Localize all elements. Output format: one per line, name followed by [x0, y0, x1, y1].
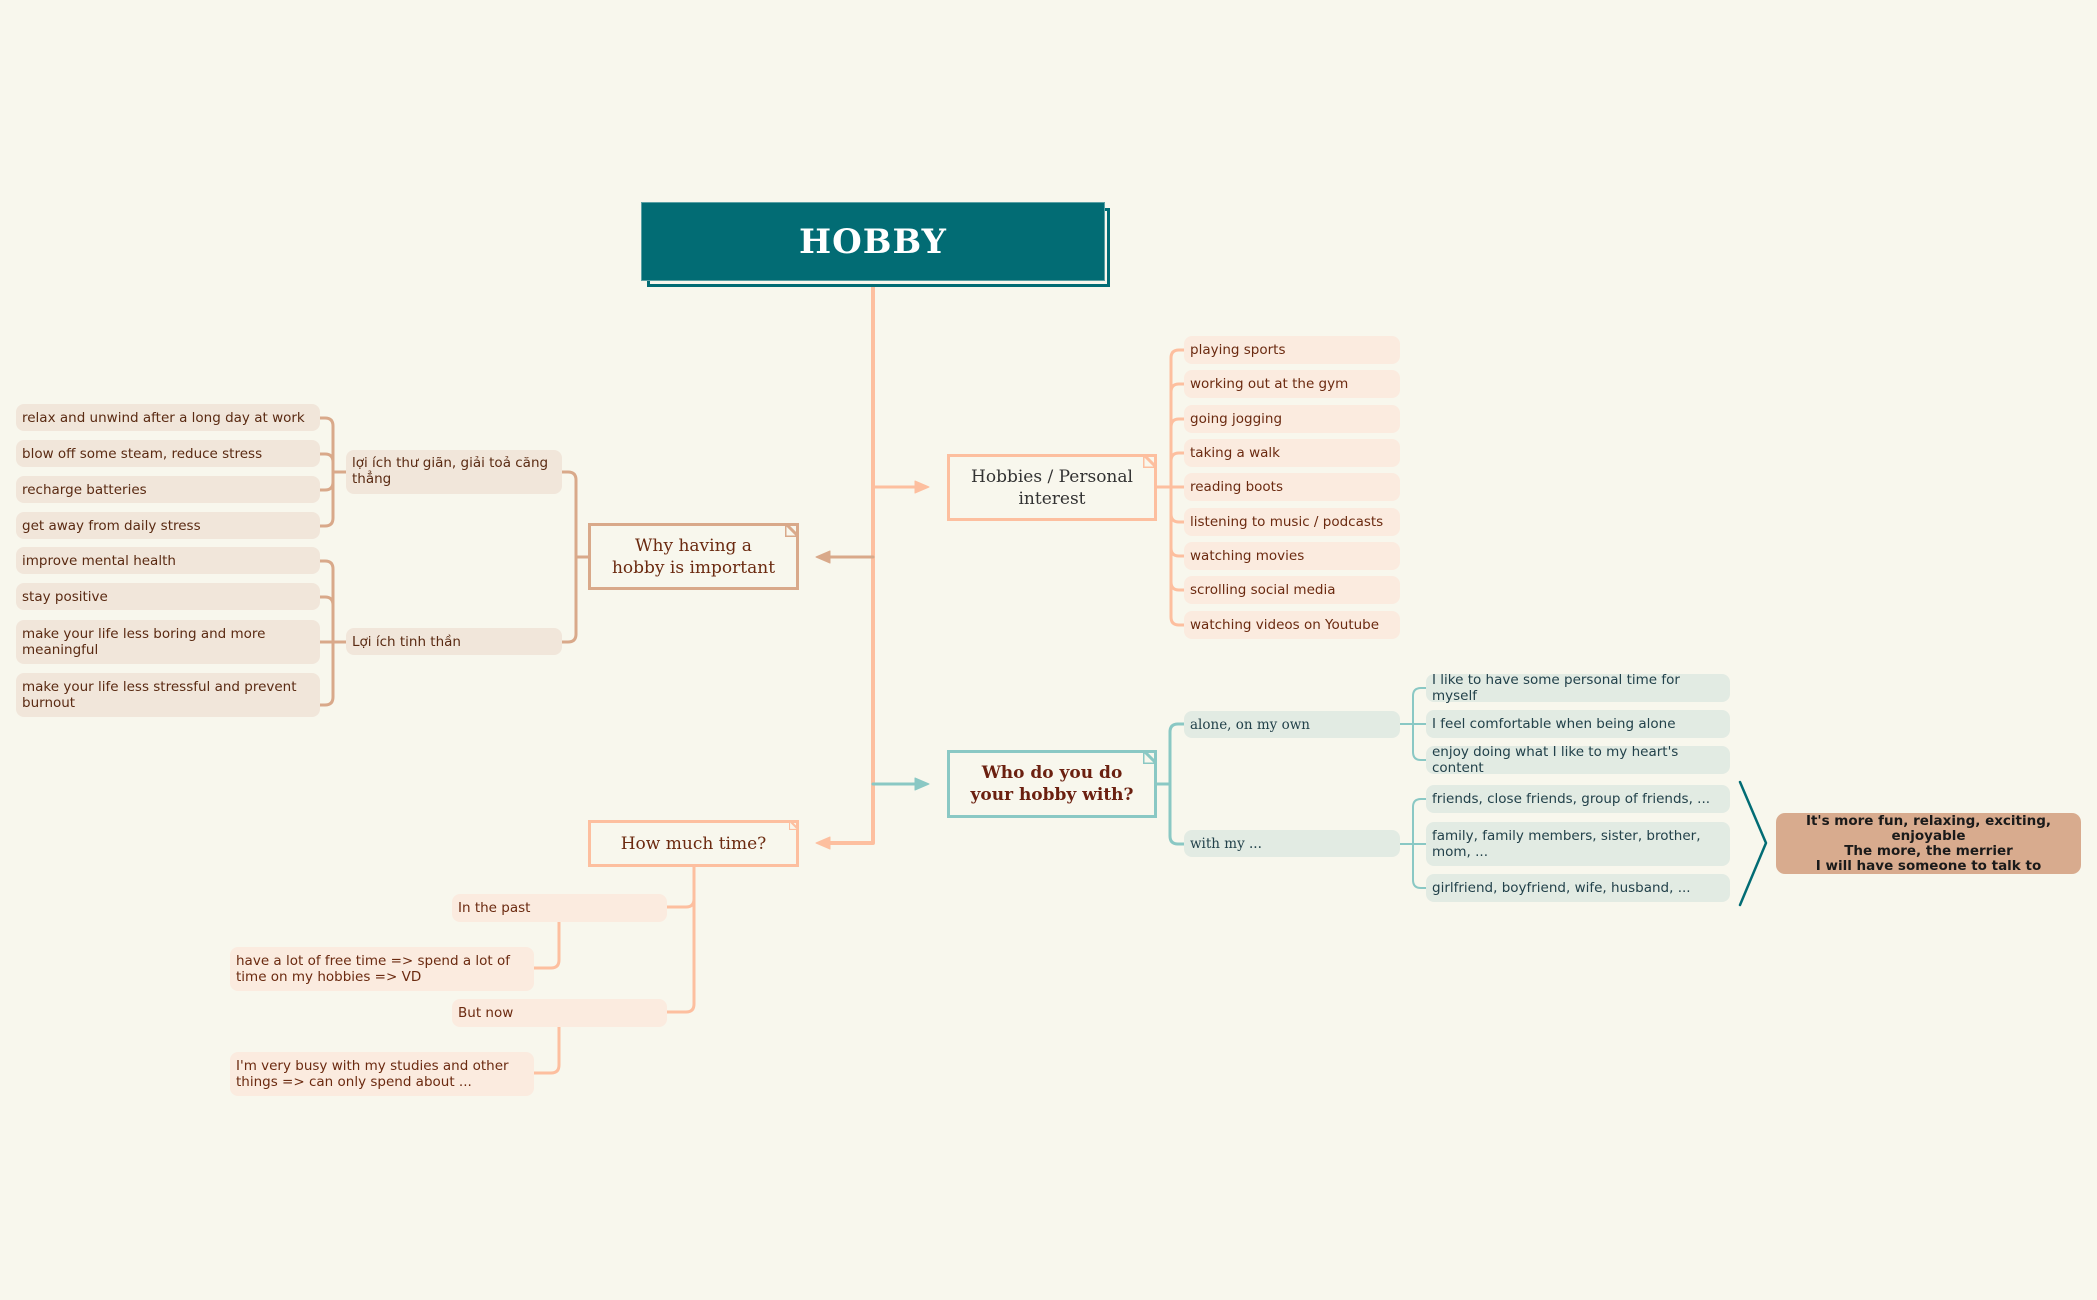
- who-leaf-label: I like to have some personal time for my…: [1432, 672, 1680, 704]
- topic-who-line1: Who do you do: [981, 763, 1123, 783]
- why-leaf[interactable]: make your life less boring and more mean…: [16, 620, 320, 664]
- why-leaf-label: improve mental health: [22, 552, 176, 569]
- why-leaf-label: make your life less boring and more mean…: [22, 626, 266, 658]
- hobby-item-label: listening to music / podcasts: [1190, 514, 1384, 530]
- time-detail-past[interactable]: have a lot of free time => spend a lot o…: [230, 947, 534, 991]
- who-group-alone-label: alone, on my own: [1190, 716, 1310, 733]
- why-leaf-label: get away from daily stress: [22, 517, 201, 534]
- hobby-item-label: taking a walk: [1190, 445, 1280, 461]
- hobby-item[interactable]: reading boots: [1184, 473, 1400, 501]
- hobby-item-label: working out at the gym: [1190, 376, 1349, 392]
- note-fold-icon: [785, 523, 799, 537]
- hobby-item[interactable]: watching movies: [1184, 542, 1400, 570]
- note-fold-icon: [789, 820, 799, 830]
- why-group-mental[interactable]: Lợi ích tinh thần: [346, 628, 562, 655]
- why-leaf-label: recharge batteries: [22, 481, 147, 498]
- summary-line1: It's more fun, relaxing, exciting, enjoy…: [1805, 812, 2052, 844]
- who-leaf[interactable]: family, family members, sister, brother,…: [1426, 822, 1730, 866]
- time-group-now-label: But now: [458, 1005, 514, 1021]
- hobby-item[interactable]: scrolling social media: [1184, 576, 1400, 604]
- why-leaf[interactable]: get away from daily stress: [16, 512, 320, 539]
- topic-who-line2: your hobby with?: [970, 785, 1134, 805]
- hobby-item-label: going jogging: [1190, 411, 1283, 427]
- who-leaf[interactable]: I like to have some personal time for my…: [1426, 672, 1730, 704]
- why-group-relax[interactable]: lợi ích thư giãn, giải toả căng thẳng: [346, 450, 562, 494]
- why-leaf[interactable]: blow off some steam, reduce stress: [16, 440, 320, 467]
- why-group-relax-label: lợi ích thư giãn, giải toả căng thẳng: [352, 455, 549, 487]
- why-leaf[interactable]: make your life less stressful and preven…: [16, 673, 320, 717]
- who-leaf-label: I feel comfortable when being alone: [1432, 716, 1676, 732]
- time-group-now[interactable]: But now: [452, 999, 667, 1027]
- who-group-with-label: with my ...: [1190, 835, 1262, 852]
- time-detail-now[interactable]: I'm very busy with my studies and other …: [230, 1052, 534, 1096]
- why-leaf[interactable]: improve mental health: [16, 547, 320, 574]
- who-leaf[interactable]: girlfriend, boyfriend, wife, husband, ..…: [1426, 874, 1730, 902]
- hobby-item-label: reading boots: [1190, 479, 1283, 495]
- summary-line3: I will have someone to talk to: [1815, 857, 2042, 874]
- why-leaf-label: relax and unwind after a long day at wor…: [22, 409, 305, 426]
- who-leaf-label: girlfriend, boyfriend, wife, husband, ..…: [1432, 880, 1691, 896]
- hobby-item[interactable]: taking a walk: [1184, 439, 1400, 467]
- who-leaf-label: enjoy doing what I like to my heart's co…: [1432, 744, 1679, 776]
- hobby-item[interactable]: watching videos on Youtube: [1184, 611, 1400, 639]
- topic-hobbies-line1: Hobbies / Personal: [971, 466, 1133, 487]
- who-leaf[interactable]: friends, close friends, group of friends…: [1426, 785, 1730, 813]
- note-fold-icon: [1143, 750, 1157, 764]
- hobby-item[interactable]: working out at the gym: [1184, 370, 1400, 398]
- summary-box[interactable]: It's more fun, relaxing, exciting, enjoy…: [1776, 813, 2081, 874]
- hobby-item-label: watching movies: [1190, 548, 1305, 564]
- why-leaf-label: make your life less stressful and preven…: [22, 679, 297, 711]
- topic-how-label: How much time?: [620, 833, 767, 854]
- who-leaf-label: family, family members, sister, brother,…: [1432, 828, 1701, 860]
- who-group-alone[interactable]: alone, on my own: [1184, 711, 1400, 738]
- hobby-item[interactable]: listening to music / podcasts: [1184, 508, 1400, 536]
- why-leaf-label: stay positive: [22, 588, 108, 605]
- time-group-past-label: In the past: [458, 900, 531, 916]
- topic-how-much-time[interactable]: How much time?: [588, 820, 799, 867]
- why-leaf[interactable]: stay positive: [16, 583, 320, 610]
- hobby-item-label: watching videos on Youtube: [1190, 617, 1380, 633]
- time-detail-now-label: I'm very busy with my studies and other …: [236, 1058, 509, 1090]
- time-group-past[interactable]: In the past: [452, 894, 667, 922]
- who-group-with[interactable]: with my ...: [1184, 830, 1400, 857]
- who-leaf[interactable]: I feel comfortable when being alone: [1426, 710, 1730, 738]
- why-leaf-label: blow off some steam, reduce stress: [22, 445, 263, 462]
- summary-line2: The more, the merrier: [1844, 842, 2013, 859]
- central-topic[interactable]: HOBBY: [641, 202, 1105, 281]
- time-detail-past-label: have a lot of free time => spend a lot o…: [236, 953, 510, 985]
- topic-why-line1: Why having a: [635, 535, 752, 556]
- hobby-item[interactable]: playing sports: [1184, 336, 1400, 364]
- note-fold-icon: [1143, 454, 1157, 468]
- why-leaf[interactable]: relax and unwind after a long day at wor…: [16, 404, 320, 431]
- hobby-item[interactable]: going jogging: [1184, 405, 1400, 433]
- who-leaf[interactable]: enjoy doing what I like to my heart's co…: [1426, 744, 1730, 776]
- hobby-item-label: playing sports: [1190, 342, 1286, 358]
- hobby-item-label: scrolling social media: [1190, 582, 1336, 598]
- topic-why-line2: hobby is important: [611, 557, 776, 578]
- topic-hobbies-line2: interest: [1018, 488, 1086, 509]
- why-leaf[interactable]: recharge batteries: [16, 476, 320, 503]
- why-group-mental-label: Lợi ích tinh thần: [352, 633, 461, 650]
- who-leaf-label: friends, close friends, group of friends…: [1432, 791, 1711, 807]
- central-topic-label: HOBBY: [799, 221, 947, 262]
